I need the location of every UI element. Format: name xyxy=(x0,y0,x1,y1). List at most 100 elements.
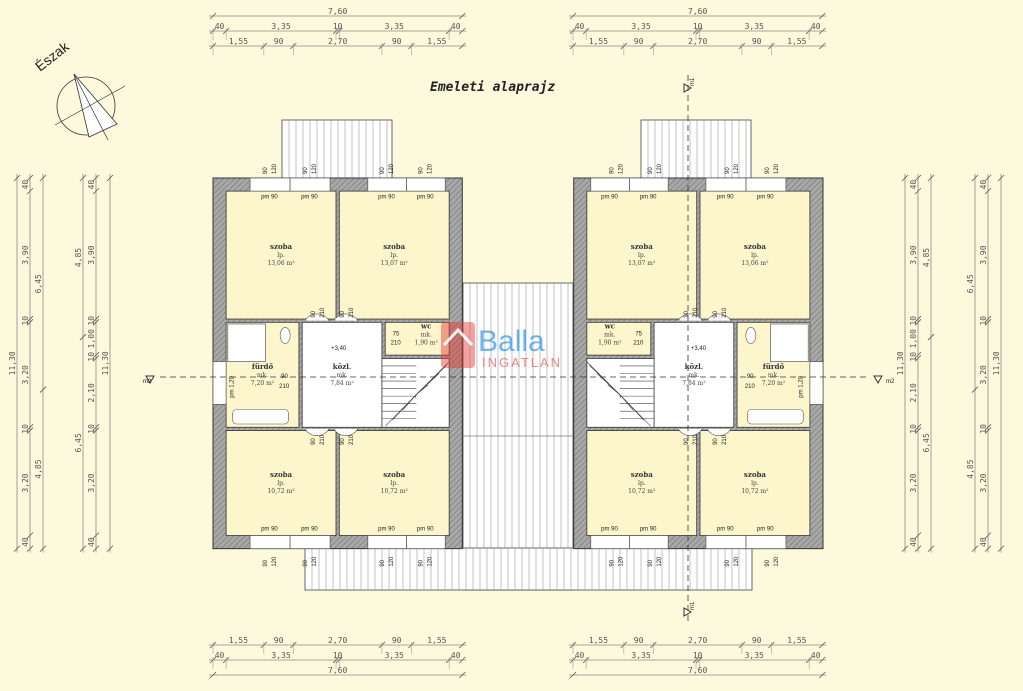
dimension-tick xyxy=(569,671,577,679)
dimension-label: 3,35 xyxy=(745,22,764,31)
dimension-label: 90 xyxy=(392,636,402,645)
window-height-label: 120 xyxy=(618,163,624,174)
window xyxy=(745,535,787,549)
window-type-label: pm 90 xyxy=(417,527,434,533)
dimension-tick xyxy=(26,427,34,434)
dimension-tick xyxy=(106,174,114,182)
dimension-label: 40 xyxy=(811,651,821,660)
double-sink-icon xyxy=(747,408,804,425)
room-floor: mk. xyxy=(421,332,432,339)
room-floor: lp. xyxy=(638,480,646,487)
logo-watermark: Balla INGATLAN xyxy=(441,322,560,370)
dimension-tick xyxy=(458,641,466,649)
window-height-label: 120 xyxy=(734,163,740,174)
window-type-label: pm 90 xyxy=(378,194,395,200)
north-label: Észak xyxy=(32,38,73,75)
dimension-tick xyxy=(92,427,100,434)
dimension-tick xyxy=(26,423,34,431)
room-tr xyxy=(338,190,450,320)
dimension-label: 1,55 xyxy=(589,37,608,46)
dimension-label: 3,35 xyxy=(271,22,290,31)
room-floor: lp. xyxy=(390,252,398,259)
window-width-label: 90 xyxy=(765,559,771,566)
dimension-label: 2,70 xyxy=(328,636,347,645)
dimension-tick xyxy=(26,174,34,182)
door-width-label: 90 xyxy=(311,310,317,317)
door-swing xyxy=(677,313,703,321)
window xyxy=(367,177,407,192)
dimension-tick xyxy=(927,174,935,182)
dimension-tick xyxy=(26,315,34,323)
dimension-tick xyxy=(914,545,922,552)
north-arrow: Észak xyxy=(32,38,126,141)
shower-icon xyxy=(770,323,809,363)
window xyxy=(367,535,407,549)
dimension-label: 90 xyxy=(274,37,284,46)
bath-window-label: pm 1,20 xyxy=(799,375,805,397)
toilet-icon xyxy=(279,327,291,344)
window-height-label: 120 xyxy=(734,556,740,567)
window-width-label: 90 xyxy=(725,559,731,566)
room-area: 10,72 m² xyxy=(741,488,769,495)
window-height-label: 120 xyxy=(657,163,663,174)
central-terrace xyxy=(462,282,574,591)
room-area: 10,72 m² xyxy=(628,488,656,495)
dimension-label: 40 xyxy=(575,651,585,660)
dimension-tick xyxy=(92,355,100,362)
dimension-label: 10 xyxy=(21,316,30,326)
room-name: fürdő xyxy=(252,362,274,371)
dimension-tick xyxy=(79,333,87,341)
dimension-tick xyxy=(26,319,34,326)
room-area: 13,06 m² xyxy=(267,260,295,267)
room-bl xyxy=(699,430,811,536)
dimension-label: 10 xyxy=(979,316,988,326)
room-stair xyxy=(586,357,655,428)
room-area: 7,20 m² xyxy=(762,380,786,387)
dimension-label: 90 xyxy=(752,37,762,46)
dimension-label: 2,70 xyxy=(688,37,707,46)
dimension-label: 40 xyxy=(979,180,988,190)
dimension-tick xyxy=(901,174,909,182)
room-name: szoba xyxy=(383,470,405,479)
room-floor: lp. xyxy=(751,480,759,487)
window-width-label: 90 xyxy=(609,559,615,566)
wc-door-height: 210 xyxy=(391,340,402,346)
room-name: wc xyxy=(420,322,431,331)
room-floor: lp. xyxy=(277,252,285,259)
dimension-tick xyxy=(984,174,992,182)
window-height-label: 120 xyxy=(272,163,278,174)
dimension-label: 1,55 xyxy=(787,37,806,46)
dimension-tick xyxy=(209,671,217,679)
room-floor: lp. xyxy=(638,252,646,259)
window xyxy=(249,177,291,192)
window xyxy=(406,177,446,192)
section-label-m2: m2 xyxy=(886,379,895,385)
window-type-label: pm 90 xyxy=(640,194,657,200)
dimension-tick xyxy=(92,532,100,539)
dimension-label: 1,55 xyxy=(229,636,248,645)
compass-axis xyxy=(73,73,109,141)
dimension-label: 3,20 xyxy=(87,473,96,492)
dimension-tick xyxy=(971,174,979,182)
window-width-label: 90 xyxy=(263,559,269,566)
room-name: szoba xyxy=(744,242,766,251)
room-br xyxy=(586,430,698,536)
rear-terrace xyxy=(304,547,753,591)
room-name: közl. xyxy=(685,362,704,371)
dimension-label: 40 xyxy=(21,180,30,190)
section-label-m1: m1 xyxy=(690,77,696,86)
dimension-label: 90 xyxy=(634,37,644,46)
dimension-label: 1,00 xyxy=(909,329,918,348)
window xyxy=(705,535,747,549)
room-bl xyxy=(225,430,337,536)
dimension-tick xyxy=(39,174,47,182)
dimension-label: 90 xyxy=(634,636,644,645)
dimension-tick xyxy=(984,427,992,434)
dimension-label: 10 xyxy=(87,352,96,362)
dimension-tick xyxy=(971,386,979,393)
dimension-tick xyxy=(13,174,21,182)
level-label: +3,40 xyxy=(691,346,707,352)
window xyxy=(629,177,669,192)
dimension-tick xyxy=(914,319,922,326)
window-type-label: pm 90 xyxy=(261,527,278,533)
